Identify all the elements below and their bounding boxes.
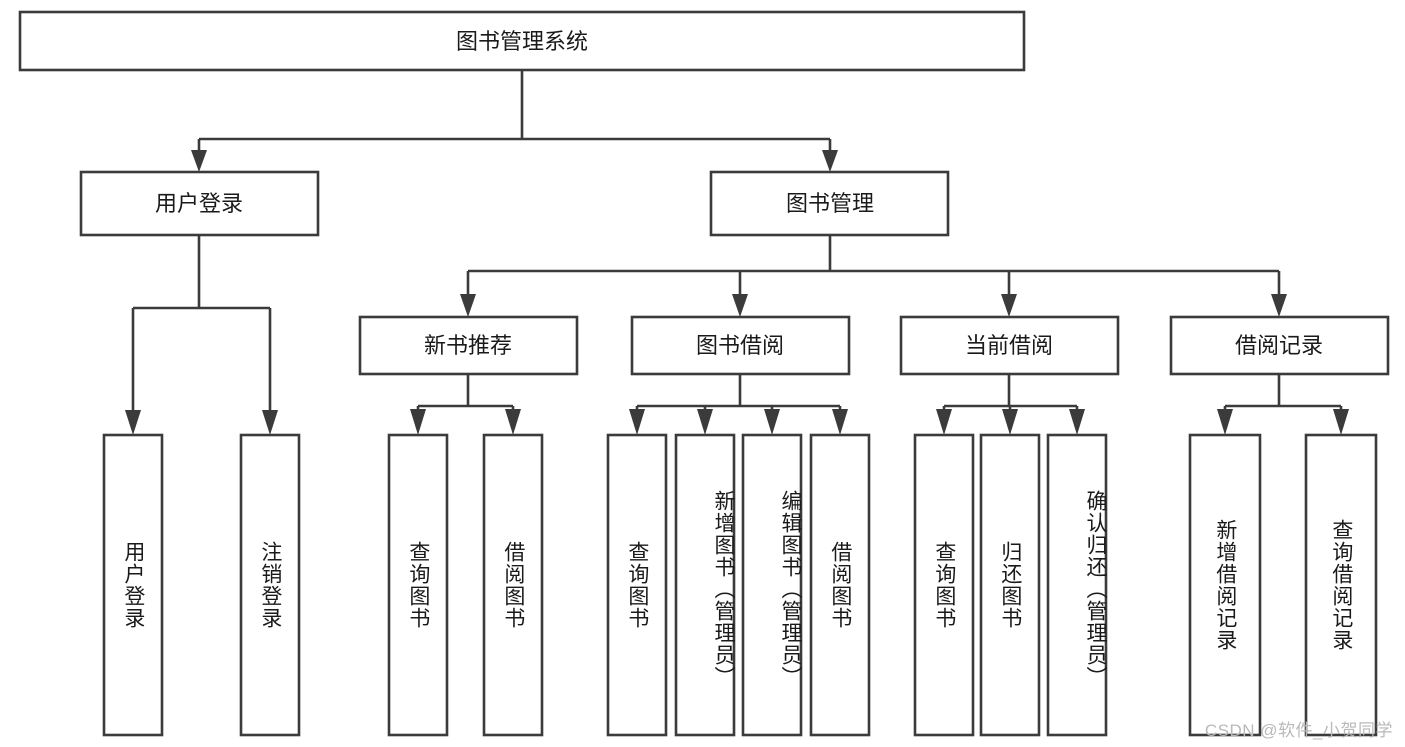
- node-box-borrow-record[interactable]: [1169, 315, 1390, 376]
- arrow-head-currentborrow: [1001, 294, 1017, 317]
- arrow-head-leaf-add-book: [697, 409, 713, 435]
- node-box-leaf-borrow-book-1[interactable]: [482, 433, 544, 737]
- node-box-new-book-recommend[interactable]: [358, 315, 579, 376]
- node-label-borrow-record: 借阅记录: [1235, 333, 1323, 358]
- node-box-leaf-query-book-3[interactable]: [913, 433, 975, 737]
- arrow-head-bookmgmt: [822, 150, 838, 172]
- arrow-head-newbook: [460, 294, 476, 317]
- node-label-new-book-recommend: 新书推荐: [424, 333, 512, 358]
- arrow-head-leaf-edit-book: [764, 409, 780, 435]
- arrow-head-leaf-confirm-return: [1069, 409, 1085, 435]
- arrow-head-leaf-add-record: [1217, 409, 1233, 435]
- node-box-leaf-return-book[interactable]: [979, 433, 1041, 737]
- node-box-book-management[interactable]: [709, 170, 950, 237]
- node-box-system-root[interactable]: [18, 10, 1026, 72]
- arrow-head-leaf-borrow-book-2: [832, 409, 848, 435]
- node-box-leaf-add-book[interactable]: [674, 433, 736, 737]
- node-box-user-login[interactable]: [79, 170, 320, 237]
- node-box-current-borrow[interactable]: [899, 315, 1120, 376]
- node-box-leaf-confirm-return[interactable]: [1046, 433, 1108, 737]
- node-box-leaf-query-book-2[interactable]: [606, 433, 668, 737]
- node-box-leaf-query-book-1[interactable]: [387, 433, 449, 737]
- watermark-text: CSDN @软件_小贺同学: [1204, 721, 1393, 740]
- arrow-head-leaf-query-book-3: [936, 409, 952, 435]
- arrow-head-leaf-logout: [262, 410, 278, 435]
- node-box-book-borrow[interactable]: [630, 315, 851, 376]
- node-box-leaf-logout[interactable]: [239, 433, 301, 737]
- node-label-book-borrow: 图书借阅: [696, 333, 784, 358]
- node-label-book-management: 图书管理: [786, 191, 874, 216]
- node-box-leaf-add-record[interactable]: [1188, 433, 1262, 737]
- arrow-head-borrowrecord: [1271, 294, 1287, 317]
- arrow-head-leaf-user-login: [125, 410, 141, 435]
- node-box-leaf-query-record[interactable]: [1304, 433, 1378, 737]
- nodes-group: 图书管理系统 用户登录 图书管理 新书推荐 图书借阅 当前借阅 借阅记录: [18, 10, 1390, 737]
- arrow-head-leaf-query-book-1: [410, 409, 426, 435]
- arrow-head-leaf-query-book-2: [629, 409, 645, 435]
- arrow-head-leaf-query-record: [1333, 409, 1349, 435]
- node-label-system-root: 图书管理系统: [456, 29, 588, 54]
- node-box-leaf-user-login[interactable]: [102, 433, 164, 737]
- edges-group: [125, 70, 1349, 435]
- node-box-leaf-borrow-book-2[interactable]: [809, 433, 871, 737]
- node-label-user-login: 用户登录: [155, 191, 243, 216]
- arrow-head-leaf-return-book: [1002, 409, 1018, 435]
- node-box-leaf-edit-book[interactable]: [741, 433, 803, 737]
- node-label-current-borrow: 当前借阅: [965, 333, 1053, 358]
- arrow-head-bookborrow: [732, 294, 748, 317]
- arrow-head-userlogin: [191, 150, 207, 172]
- arrow-head-leaf-borrow-book-1: [505, 409, 521, 435]
